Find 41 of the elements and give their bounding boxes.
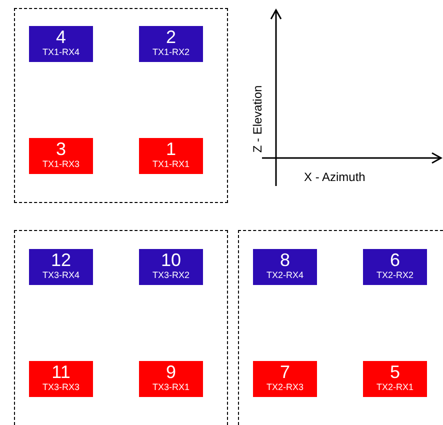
antenna-box xyxy=(363,361,427,397)
channel-label: TX3-RX4 xyxy=(41,270,80,281)
channel-label: TX1-RX4 xyxy=(41,47,80,58)
channel-label: TX2-RX4 xyxy=(265,270,304,281)
antenna-box xyxy=(139,138,203,174)
axis-label: X - Azimuth xyxy=(304,170,366,184)
antenna-box xyxy=(29,26,93,62)
antenna-box xyxy=(139,361,203,397)
antenna-box xyxy=(29,249,93,285)
element-number: 9 xyxy=(164,363,177,382)
antenna-box xyxy=(29,361,93,397)
element-number: 1 xyxy=(164,140,177,159)
element-number: 8 xyxy=(278,251,291,270)
element-number: 5 xyxy=(388,363,401,382)
channel-label: TX2-RX1 xyxy=(375,382,414,393)
antenna-box xyxy=(253,361,317,397)
antenna-box xyxy=(253,249,317,285)
channel-label: TX1-RX2 xyxy=(151,47,190,58)
element-number: 10 xyxy=(160,251,182,270)
antenna-box xyxy=(139,26,203,62)
element-number: 2 xyxy=(164,28,177,47)
element-number: 7 xyxy=(278,363,291,382)
antenna-box xyxy=(139,249,203,285)
channel-label: TX3-RX3 xyxy=(41,382,80,393)
channel-label: TX1-RX1 xyxy=(151,159,190,170)
channel-label: TX2-RX2 xyxy=(375,270,414,281)
antenna-box xyxy=(29,138,93,174)
axis-label: Z - Elevation xyxy=(250,85,265,153)
element-number: 11 xyxy=(50,363,72,382)
element-number: 4 xyxy=(54,28,67,47)
channel-label: TX3-RX2 xyxy=(151,270,190,281)
dashed-group-frame xyxy=(238,230,443,425)
element-number: 12 xyxy=(50,251,72,270)
element-number: 3 xyxy=(54,140,67,159)
dashed-group-frame xyxy=(14,230,228,425)
channel-label: TX2-RX3 xyxy=(265,382,304,393)
channel-label: TX1-RX3 xyxy=(41,159,80,170)
channel-label: TX3-RX1 xyxy=(151,382,190,393)
element-number: 6 xyxy=(388,251,401,270)
antenna-box xyxy=(363,249,427,285)
dashed-group-frame xyxy=(14,8,228,203)
